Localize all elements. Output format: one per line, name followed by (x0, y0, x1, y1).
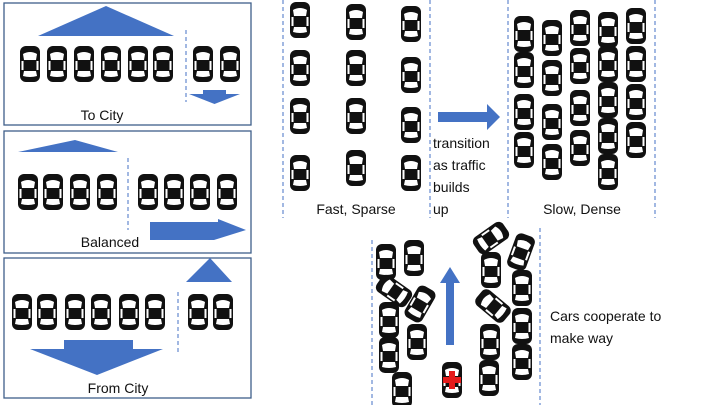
traffic-fast-sparse: Fast, Sparse (282, 0, 431, 218)
emergency-line-2: make way (550, 330, 613, 346)
car-icon (12, 294, 233, 330)
transition-line-3: builds (433, 179, 470, 195)
arrow-up-icon (18, 140, 118, 152)
arrow-down-icon (150, 219, 246, 240)
panel-label-from-city: From City (88, 380, 149, 396)
panel-balanced: Balanced (3, 130, 252, 254)
panel-from-city: From City (3, 257, 252, 399)
arrow-up-icon (186, 258, 232, 282)
transition-line-2: as traffic (433, 157, 486, 173)
emergency-scene: Cars cooperate to make way (371, 219, 661, 405)
panel-label-to-city: To City (81, 107, 124, 123)
label-slow-dense: Slow, Dense (543, 201, 621, 217)
car-icon (514, 8, 646, 190)
arrow-up-icon (440, 267, 460, 345)
arrow-down-icon (189, 90, 240, 104)
transition-callout: transition as traffic builds up (433, 104, 500, 217)
emergency-line-1: Cars cooperate to (550, 308, 661, 324)
arrow-right-icon (438, 104, 500, 130)
car-icon (290, 2, 421, 191)
traffic-slow-dense: Slow, Dense (507, 0, 656, 218)
label-fast-sparse: Fast, Sparse (316, 201, 396, 217)
arrow-down-icon (30, 340, 163, 375)
car-icon (20, 46, 240, 82)
panel-to-city: To City (3, 2, 252, 126)
ambulance-icon (442, 362, 462, 398)
panel-label-balanced: Balanced (81, 234, 139, 250)
transition-line-4: up (433, 201, 449, 217)
transition-line-1: transition (433, 135, 490, 151)
arrow-up-icon (38, 6, 174, 36)
